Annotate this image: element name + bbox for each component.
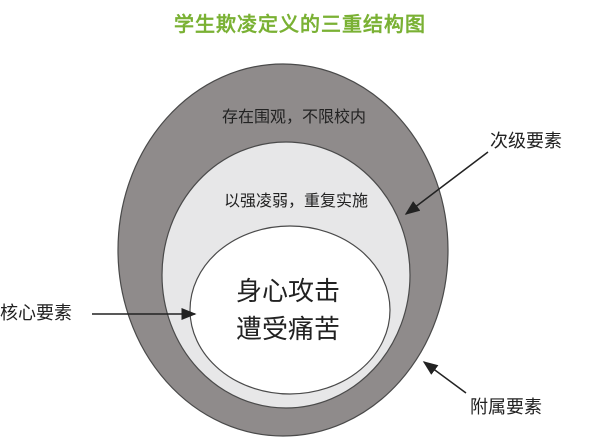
inner-circle — [189, 225, 391, 395]
arrow-secondary — [404, 151, 489, 215]
label-secondary: 次级要素 — [490, 131, 562, 152]
middle-ring-text: 以强凌弱，重复实施 — [224, 191, 368, 210]
diagram-title: 学生欺凌定义的三重结构图 — [174, 12, 426, 36]
arrow-auxiliary — [422, 361, 467, 394]
label-auxiliary: 附属要素 — [470, 397, 542, 418]
inner-text-line2: 遭受痛苦 — [236, 315, 340, 345]
label-core: 核心要素 — [0, 303, 72, 324]
inner-text-line1: 身心攻击 — [236, 277, 340, 307]
outer-ring-text: 存在围观，不限校内 — [222, 107, 366, 126]
